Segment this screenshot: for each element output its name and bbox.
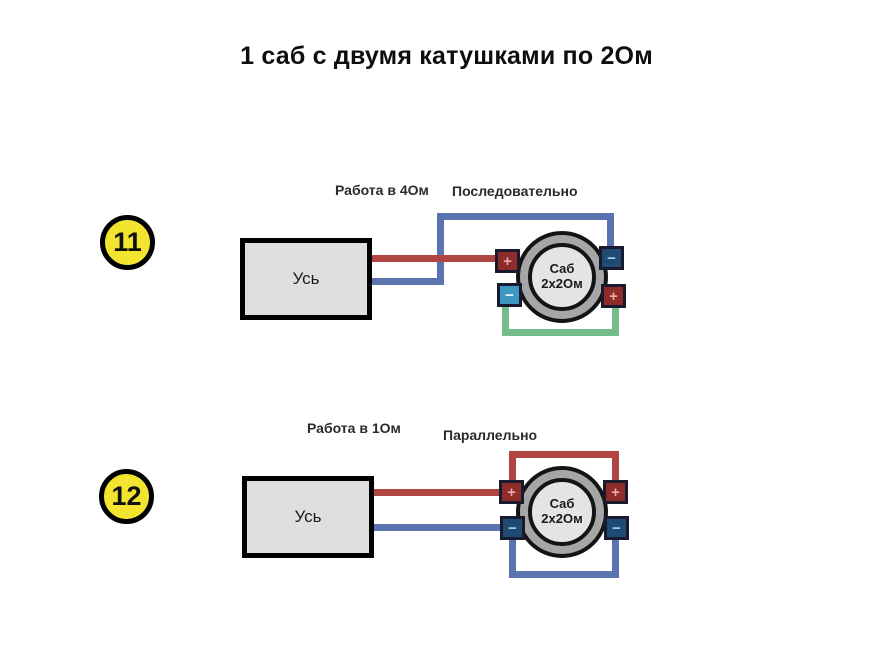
terminal-positive-bottom-right: + [601, 284, 626, 308]
wire-negative-jumper-bottom [509, 571, 619, 578]
amplifier-box: Усь [242, 476, 374, 558]
wire-negative-riser [437, 213, 444, 285]
wire-negative-drop [607, 213, 614, 255]
terminal-negative-left-bottom: − [500, 516, 525, 540]
terminal-positive-right-top: + [603, 480, 628, 504]
wire-negative-top-run [437, 213, 614, 220]
wire-positive-jumper-left [509, 451, 516, 488]
amplifier-box: Усь [240, 238, 372, 320]
impedance-mode-label: Работа в 1Ом [307, 420, 401, 436]
wire-series-jumper-bottom [502, 329, 619, 336]
diagram-number-badge: 11 [100, 215, 155, 270]
wire-positive-amp-to-sub [370, 255, 503, 262]
terminal-negative-bottom-left: − [497, 283, 522, 307]
wire-series-jumper-right [612, 299, 619, 336]
wiring-scheme-label: Параллельно [443, 427, 538, 443]
wire-negative-jumper-left [509, 540, 516, 578]
wire-positive-jumper-top [509, 451, 619, 458]
terminal-negative-top-right: − [599, 246, 624, 270]
subwoofer-label: Саб [549, 261, 575, 277]
terminal-positive-left-top: + [499, 480, 524, 504]
terminal-positive-top-left: + [495, 249, 520, 273]
amplifier-label: Усь [294, 507, 322, 526]
subwoofer-impedance-label: 2х2Ом [541, 276, 583, 291]
page-title: 1 саб с двумя катушками по 2Ом [240, 42, 653, 70]
wire-negative-amp-to-sub [373, 524, 507, 531]
wire-negative-jumper-right [612, 540, 619, 578]
wiring-scheme-label: Последовательно [452, 183, 578, 199]
amplifier-label: Усь [292, 269, 320, 288]
diagram-number-badge: 12 [99, 469, 154, 524]
subwoofer-impedance-label: 2х2Ом [541, 511, 583, 526]
subwoofer-label-area: Саб 2х2Ом [528, 243, 596, 311]
wire-positive-jumper-right [612, 451, 619, 488]
wire-series-jumper-left [502, 299, 509, 336]
wire-positive-amp-to-sub [373, 489, 507, 496]
subwoofer-label: Саб [549, 496, 575, 512]
impedance-mode-label: Работа в 4Ом [335, 182, 429, 198]
wire-negative-amp-segment [370, 278, 444, 285]
terminal-negative-right-bottom: − [604, 516, 629, 540]
subwoofer-label-area: Саб 2х2Ом [528, 478, 596, 546]
